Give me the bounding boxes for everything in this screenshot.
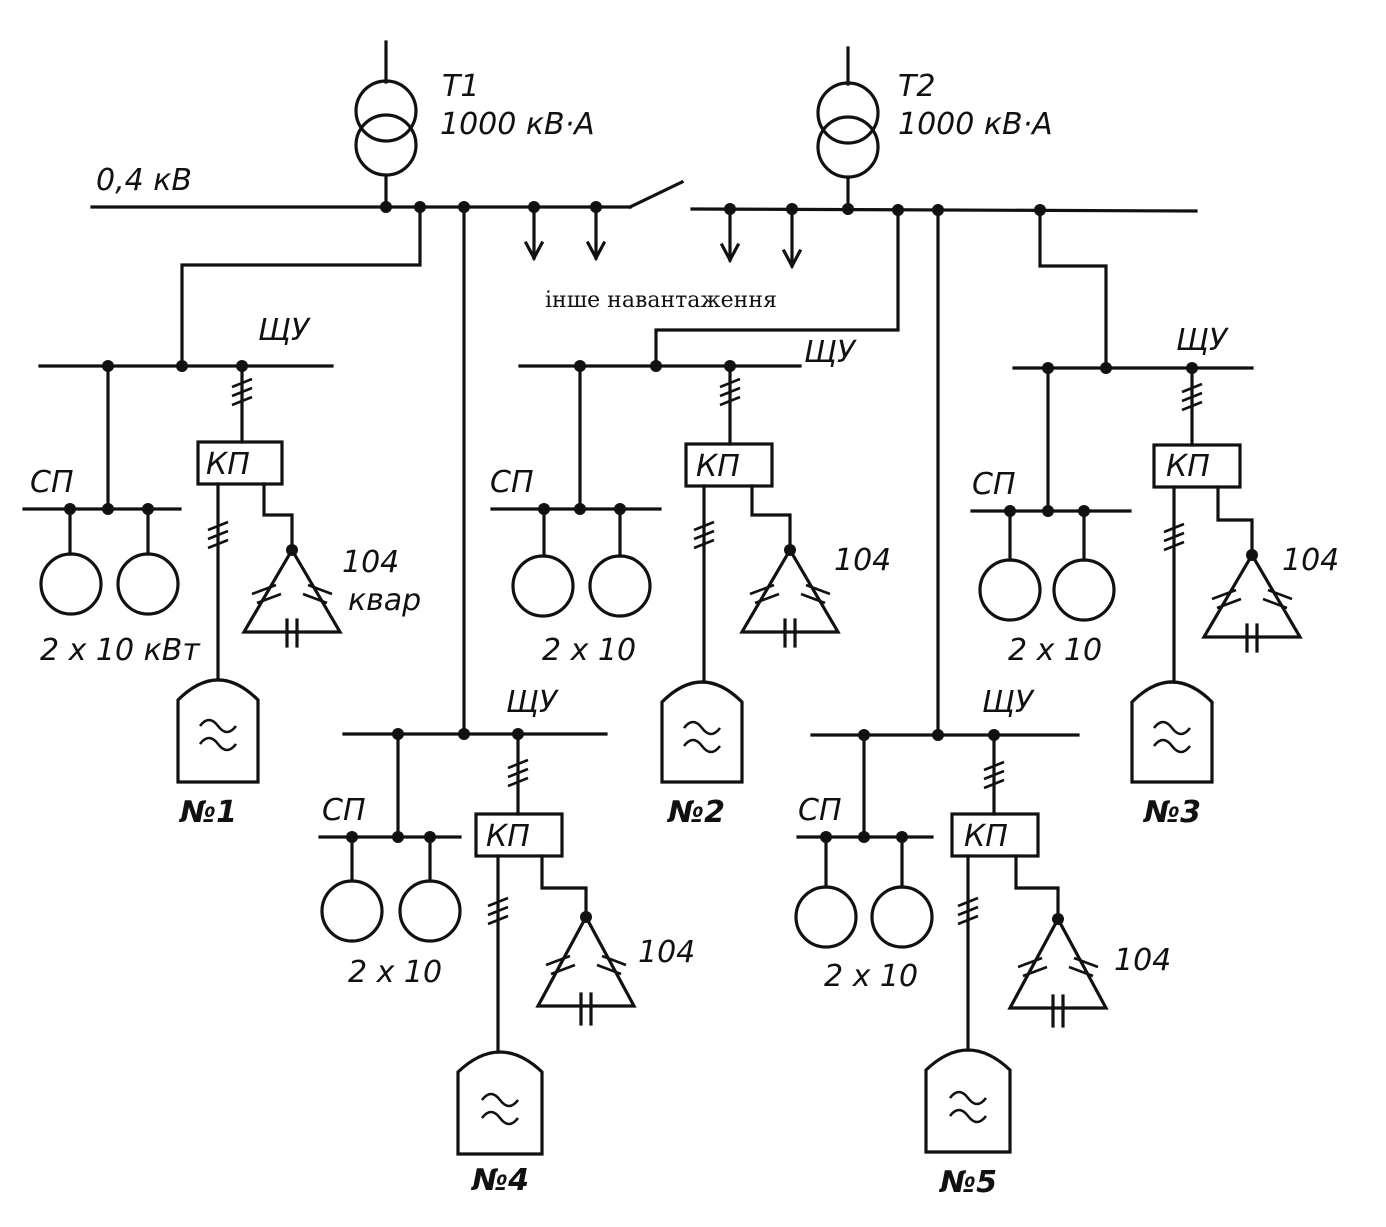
main-bus-junctions	[380, 201, 1046, 216]
furnace-1	[176, 678, 260, 784]
motor-4b	[398, 879, 462, 943]
t2-rating: 1000 кВ·А	[898, 107, 1053, 142]
kp-box-5	[950, 812, 1040, 858]
kp-label-3: КП	[1166, 449, 1210, 484]
capacitor-bank-5	[1007, 915, 1109, 1010]
kp-box-2	[684, 442, 774, 488]
motor-3a	[978, 558, 1042, 622]
t2-name: T2	[898, 69, 935, 104]
motor-5a	[794, 885, 858, 949]
motors-label-2: 2 х 10	[542, 633, 636, 668]
panel-label-5: ЩУ	[982, 685, 1035, 720]
sp-label-1: СП	[30, 465, 74, 500]
unit-3: ЩУ СП 2 х 10 КП 104 №3	[970, 323, 1339, 830]
sp-label-3: СП	[972, 467, 1016, 502]
cap-label-3: 104	[1282, 543, 1339, 578]
kp-box-4	[474, 812, 564, 858]
kp-label-2: КП	[696, 449, 740, 484]
panel-label-4: ЩУ	[506, 685, 559, 720]
sp-label-4: СП	[322, 793, 366, 828]
furnace-num-5: №5	[938, 1165, 997, 1200]
motor-1b	[116, 552, 180, 616]
cap-label-1: 104	[342, 545, 399, 580]
sp-label-5: СП	[798, 793, 842, 828]
main-bus-section-1	[90, 179, 685, 210]
t1-name: T1	[442, 69, 479, 104]
transformer-t1: T1 1000 кВ·А	[354, 40, 595, 209]
furnace-2	[660, 680, 744, 784]
feeders	[180, 205, 1108, 737]
furnace-5	[924, 1048, 1012, 1154]
capacitor-bank-2	[739, 546, 841, 634]
motors-label-1: 2 х 10 кВт	[40, 633, 201, 668]
capacitor-bank-1	[241, 546, 343, 634]
bus-voltage-label: 0,4 кВ	[96, 163, 192, 198]
motors-label-3: 2 х 10	[1008, 633, 1102, 668]
motor-3b	[1052, 558, 1116, 622]
unit-1: ЩУ СП 2 х 10 кВт КП 104 квар №1	[22, 313, 421, 830]
sp-label-2: СП	[490, 465, 534, 500]
t1-rating: 1000 кВ·А	[440, 107, 595, 142]
other-load-arrows	[523, 205, 803, 270]
panel-label-3: ЩУ	[1176, 323, 1229, 358]
unit-5: ЩУ СП 2 х 10 КП 104 №5	[794, 685, 1171, 1200]
motor-1a	[39, 552, 103, 616]
capacitor-bank-4	[535, 913, 637, 1008]
cap-label-2: 104	[834, 543, 891, 578]
kp-box-3	[1152, 443, 1242, 489]
kp-box-1	[196, 440, 284, 486]
furnace-num-3: №3	[1142, 795, 1201, 830]
furnace-num-1: №1	[178, 795, 237, 830]
other-load-label: інше навантаження	[545, 288, 777, 313]
furnace-num-2: №2	[666, 795, 725, 830]
furnace-4	[456, 1050, 544, 1156]
cap-unit-1: квар	[348, 583, 421, 618]
panel-label-2: ЩУ	[804, 335, 857, 370]
panel-label-1: ЩУ	[258, 313, 311, 348]
kp-label-5: КП	[964, 819, 1008, 854]
capacitor-bank-3	[1201, 551, 1303, 639]
kp-label-1: КП	[206, 447, 250, 482]
transformer-t2: T2 1000 кВ·А	[816, 46, 1053, 211]
motors-label-4: 2 х 10	[348, 955, 442, 990]
furnace-num-4: №4	[470, 1163, 529, 1198]
motor-2a	[511, 554, 575, 618]
unit-2: ЩУ СП 2 х 10 КП 104 №2	[490, 335, 891, 830]
motor-4a	[320, 879, 384, 943]
motor-5b	[870, 885, 934, 949]
motor-2b	[588, 554, 652, 618]
cap-label-5: 104	[1114, 943, 1171, 978]
unit-4: ЩУ СП 2 х 10 КП 104 №4	[318, 685, 695, 1198]
furnace-3	[1130, 680, 1214, 784]
motors-label-5: 2 х 10	[824, 959, 918, 994]
cap-label-4: 104	[638, 935, 695, 970]
kp-label-4: КП	[486, 819, 530, 854]
